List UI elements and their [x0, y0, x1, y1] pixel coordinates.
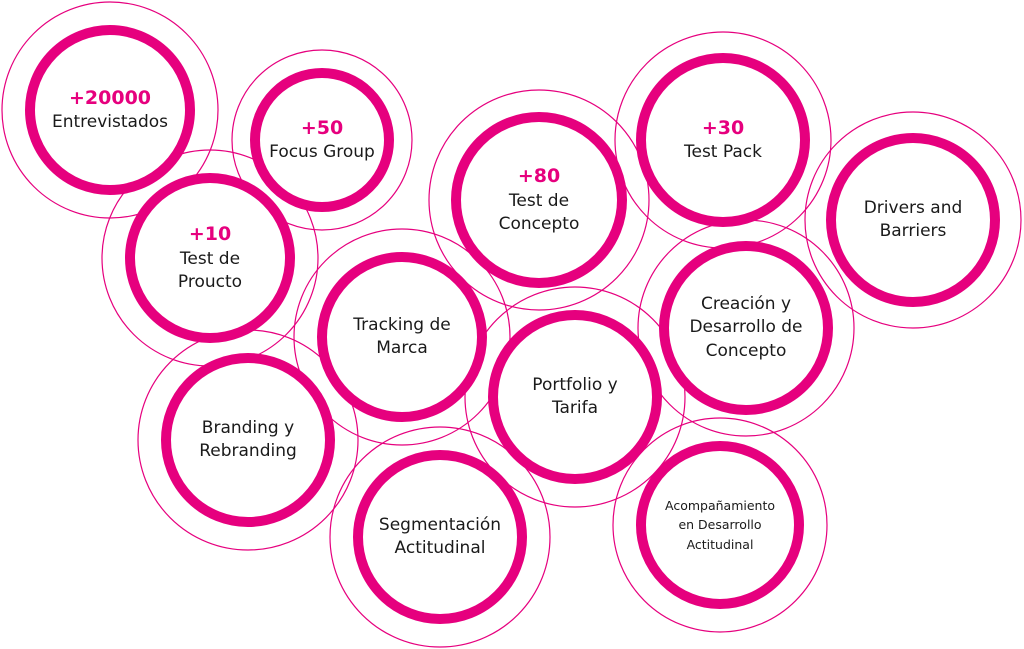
inner-ring-segmentacion: [353, 450, 527, 624]
node-tracking-marca: Tracking de Marca: [334, 257, 470, 417]
node-number: +50: [300, 117, 344, 140]
inner-ring-drivers-barriers: [826, 133, 1000, 307]
outer-ring-focus-group: [231, 49, 413, 231]
outer-ring-acompanamiento: [612, 417, 828, 633]
node-text: Test de: [508, 190, 570, 211]
node-text: Test de: [179, 248, 241, 269]
inner-ring-focus-group: [250, 68, 394, 212]
node-text: Segmentación: [378, 514, 502, 535]
node-text: Tracking de: [353, 314, 451, 335]
node-text: Focus Group: [269, 142, 375, 163]
node-text: Barriers: [879, 221, 947, 241]
node-text: Creación y: [700, 293, 792, 314]
node-text: Tarifa: [551, 398, 599, 418]
inner-ring-creacion-concepto: [659, 241, 833, 415]
node-text: Concepto: [705, 340, 787, 361]
outer-ring-drivers-barriers: [804, 111, 1022, 329]
node-number: +20000: [68, 87, 152, 110]
inner-ring-tracking-marca: [317, 252, 487, 422]
node-text: Portfolio y: [532, 374, 618, 395]
outer-ring-segmentacion: [329, 426, 551, 648]
node-text: Rebranding: [199, 441, 297, 461]
inner-ring-test-concepto: [451, 112, 627, 288]
inner-ring-entrevistados: [25, 25, 195, 195]
node-text: en Desarrollo: [678, 517, 762, 533]
node-text: Entrevistados: [51, 112, 169, 133]
node-text: Test Pack: [684, 142, 762, 163]
outer-ring-test-concepto: [428, 89, 650, 311]
node-text: Desarrollo de: [689, 317, 803, 338]
node-text: Branding y: [201, 417, 295, 438]
inner-ring-portfolio-tarifa: [488, 310, 662, 484]
node-portfolio-tarifa: Portfolio y Tarifa: [505, 315, 645, 479]
inner-ring-test-producto: [125, 173, 295, 343]
node-text: Proucto: [177, 272, 243, 293]
node-number: +30: [701, 117, 745, 140]
node-text: Marca: [376, 338, 428, 358]
outer-ring-tracking-marca: [293, 228, 511, 446]
inner-ring-acompanamiento: [636, 441, 804, 609]
node-text: Drivers and: [863, 197, 963, 218]
node-text: Actitudinal: [686, 536, 754, 552]
node-number: +80: [517, 165, 561, 188]
node-text: Acompañamiento: [664, 497, 776, 513]
node-text: Actitudinal: [394, 538, 486, 558]
inner-ring-branding: [161, 353, 335, 527]
outer-ring-portfolio-tarifa: [464, 286, 686, 508]
node-text: Concepto: [498, 214, 580, 235]
node-branding: Branding y Rebranding: [178, 358, 318, 522]
node-number: +10: [188, 223, 232, 246]
inner-ring-test-pack: [636, 53, 810, 227]
